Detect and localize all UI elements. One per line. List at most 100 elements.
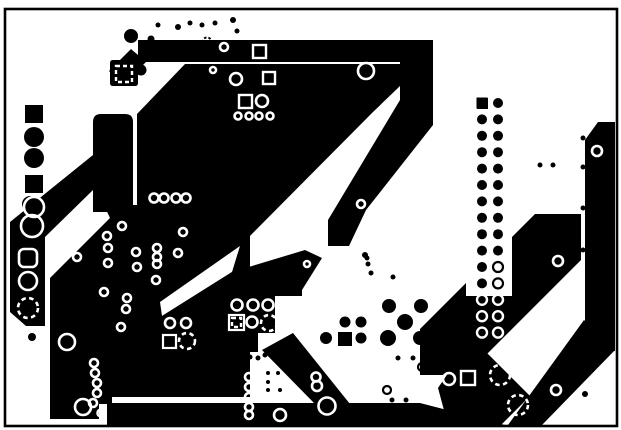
- grid-open-via: [491, 260, 505, 274]
- grid-via: [493, 245, 503, 256]
- lower-lobe: [50, 182, 250, 419]
- pad-dot-35: [355, 332, 367, 344]
- via-clearance-39: [96, 408, 106, 418]
- grid-via: [477, 212, 487, 223]
- via-clearance-14: [302, 259, 312, 269]
- pad-dot-31: [413, 331, 427, 345]
- grid-square-pad: [476, 97, 488, 109]
- grid-via: [493, 180, 503, 190]
- band-d: [262, 333, 350, 404]
- via-clearance-25: [177, 226, 189, 238]
- thermal-relief-pad-2: [488, 363, 512, 387]
- pad-dot-9: [135, 64, 147, 76]
- via-clearance-28: [98, 286, 110, 298]
- grid-via: [493, 163, 503, 174]
- grid-via: [477, 180, 487, 190]
- board-outline: [3, 7, 619, 428]
- grid-clearance-via: [491, 310, 505, 323]
- via-clearance-0: [356, 61, 376, 81]
- pad-dot-40: [262, 352, 268, 358]
- pad-dot-48: [403, 397, 409, 403]
- pad-dot-19: [580, 205, 586, 211]
- pad-dot-23: [364, 255, 370, 261]
- channel-gap: [160, 246, 240, 316]
- pad-dot-32: [339, 316, 351, 328]
- via-clearance-32: [57, 332, 77, 352]
- ringed-pad-7: [22, 195, 46, 219]
- pad-dot-37: [410, 355, 416, 361]
- grid-via: [477, 114, 487, 125]
- pad-dot-12: [24, 148, 44, 168]
- via-clearance-23: [151, 258, 163, 270]
- via-clearance-10: [158, 192, 170, 204]
- pad-dot-0: [124, 29, 138, 43]
- via-clearance-3: [228, 71, 244, 87]
- pad-dot-3: [175, 24, 181, 30]
- via-clearance-15: [116, 220, 128, 232]
- thermal-square-pad-1: [230, 316, 243, 329]
- square-clearance-2: [237, 93, 254, 110]
- grid-via: [493, 98, 503, 108]
- pad-dot-30: [380, 330, 396, 346]
- pad-dot-8: [234, 28, 240, 34]
- grid-clearance-via: [491, 326, 505, 339]
- pad-dot-17: [580, 135, 586, 141]
- grid-via: [477, 196, 487, 207]
- grid-open-via: [491, 277, 505, 290]
- via-clearance-2: [208, 65, 218, 75]
- via-clearance-30: [120, 303, 132, 315]
- grid-via: [477, 229, 487, 240]
- via-clearance-49: [17, 270, 39, 292]
- pad-dot-5: [199, 22, 205, 28]
- via-clearance-13: [355, 198, 367, 210]
- via-clearance-53: [441, 371, 457, 387]
- via-clearance-47: [310, 379, 324, 393]
- pad-dot-34: [320, 332, 332, 344]
- pad-dot-29: [397, 314, 413, 330]
- via-clearance-42: [243, 391, 255, 403]
- pad-dot-39: [255, 355, 261, 361]
- square-pad-1: [25, 175, 43, 193]
- pad-dot-6: [212, 20, 218, 26]
- grid-via: [493, 196, 503, 207]
- pad-dot-41: [273, 358, 277, 362]
- pad-dot-18: [580, 164, 586, 170]
- via-clearance-38: [73, 397, 93, 417]
- via-clearance-50: [590, 144, 604, 158]
- square-pad-2: [338, 332, 352, 346]
- pad-dot-46: [278, 388, 282, 392]
- via-clearance-51: [551, 254, 565, 268]
- pad-dot-20: [580, 247, 586, 253]
- via-clearance-6: [244, 111, 254, 121]
- via-clearance-31: [115, 321, 127, 333]
- pad-dot-4: [187, 20, 193, 26]
- grid-via: [493, 114, 503, 125]
- pad-dot-33: [355, 316, 367, 328]
- pad-dot-14: [189, 352, 197, 360]
- pad-dot-43: [276, 371, 280, 375]
- thermal-relief-pad-1: [177, 331, 197, 351]
- pad-dot-24: [365, 261, 371, 267]
- rounded-square-clearance-0: [17, 247, 39, 269]
- pad-dot-13: [28, 333, 36, 341]
- via-clearance-41: [243, 381, 255, 393]
- via-clearance-4: [254, 93, 270, 109]
- pad-dot-45: [266, 388, 270, 392]
- via-clearance-45: [272, 407, 288, 423]
- via-clearance-8: [265, 111, 275, 121]
- square-clearance-0: [251, 43, 268, 60]
- via-clearance-36: [91, 387, 103, 399]
- ringed-pad-6: [317, 396, 337, 416]
- grid-corridor: [466, 213, 512, 296]
- left-strip-band: [10, 155, 93, 326]
- pad-dot-36: [395, 355, 401, 361]
- bar-tab: [107, 404, 119, 426]
- via-clearance-12: [180, 192, 192, 204]
- annular-pad-2: [381, 384, 393, 396]
- via-clearance-48: [19, 213, 45, 239]
- chevron-band: [328, 50, 433, 246]
- grid-via: [477, 262, 487, 272]
- via-clearance-24: [150, 274, 162, 286]
- annular-pad-0: [588, 261, 604, 277]
